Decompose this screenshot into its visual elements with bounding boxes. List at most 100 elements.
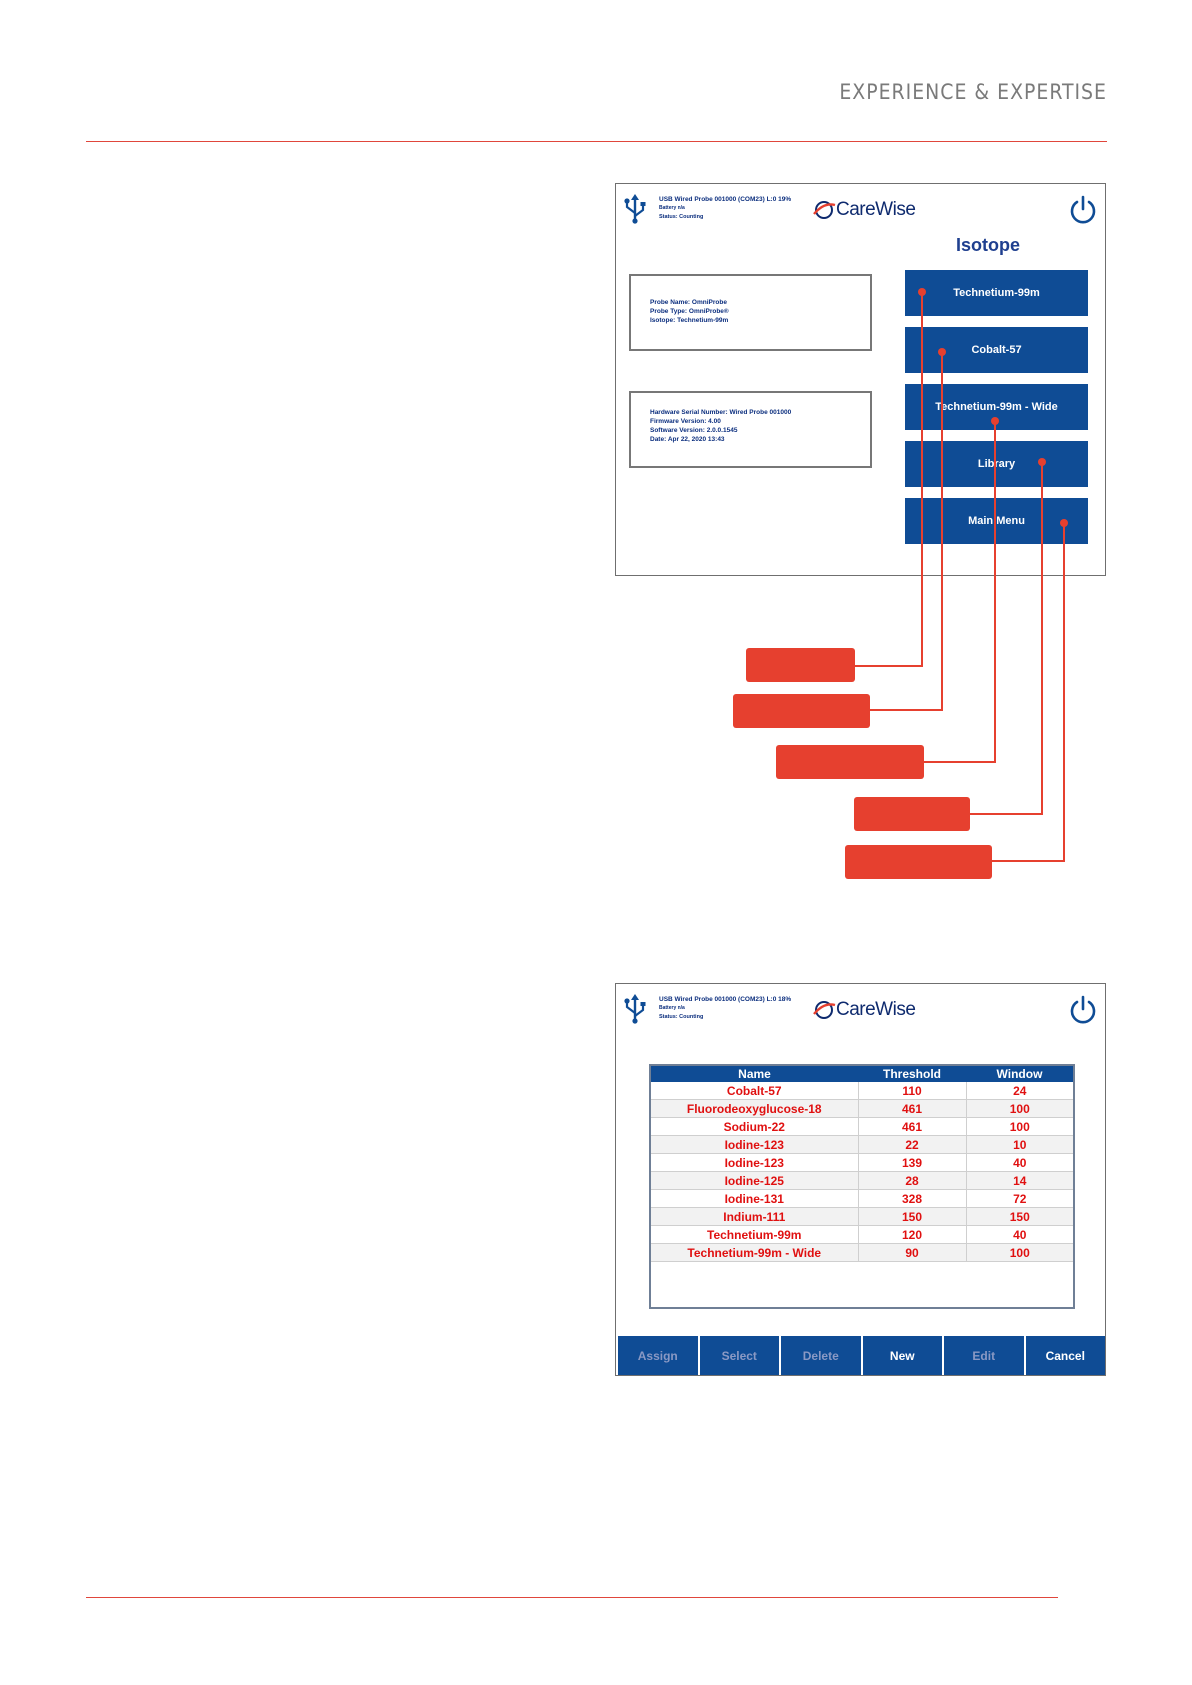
select-button[interactable]: Select bbox=[699, 1336, 779, 1375]
carewise-logo-mark-icon bbox=[813, 201, 836, 219]
column-header-threshold[interactable]: Threshold bbox=[858, 1066, 966, 1082]
cell-name: Cobalt-57 bbox=[651, 1082, 859, 1100]
cell-window: 150 bbox=[966, 1207, 1073, 1226]
probe-type: Probe Type: OmniProbe® bbox=[650, 308, 729, 315]
cell-threshold: 328 bbox=[858, 1189, 967, 1208]
status-line-connection: USB Wired Probe 001000 (COM23) L:0 19% bbox=[659, 196, 792, 203]
probe-name: Probe Name: OmniProbe bbox=[650, 299, 727, 306]
power-icon[interactable] bbox=[1067, 194, 1099, 226]
edit-button[interactable]: Edit bbox=[944, 1336, 1024, 1375]
probe-isotope: Isotope: Technetium-99m bbox=[650, 317, 729, 324]
cell-window: 10 bbox=[966, 1135, 1073, 1154]
callout-dot-2 bbox=[938, 348, 946, 356]
cell-name: Iodine-125 bbox=[651, 1171, 859, 1190]
callout-line-3 bbox=[923, 421, 996, 763]
cell-name: Iodine-131 bbox=[651, 1189, 859, 1208]
callout-tag-1 bbox=[746, 648, 855, 682]
cell-name: Fluorodeoxyglucose-18 bbox=[651, 1099, 859, 1118]
cobalt-57-button[interactable]: Cobalt-57 bbox=[905, 327, 1088, 373]
footer-rule bbox=[86, 1597, 1058, 1598]
hardware-info-box: Hardware Serial Number: Wired Probe 0010… bbox=[629, 391, 872, 468]
callout-tag-2 bbox=[733, 694, 870, 728]
cell-threshold: 461 bbox=[858, 1117, 967, 1136]
cell-threshold: 120 bbox=[858, 1225, 967, 1244]
callout-tag-4 bbox=[854, 797, 970, 831]
technetium-99m-button[interactable]: Technetium-99m bbox=[905, 270, 1088, 316]
cancel-button[interactable]: Cancel bbox=[1025, 1336, 1105, 1375]
cell-threshold: 22 bbox=[858, 1135, 967, 1154]
carewise-logo-mark-icon bbox=[813, 1001, 836, 1019]
cell-threshold: 28 bbox=[858, 1171, 967, 1190]
cell-window: 100 bbox=[966, 1243, 1073, 1262]
cell-window: 24 bbox=[966, 1082, 1073, 1100]
callout-dot-1 bbox=[918, 288, 926, 296]
usb-icon bbox=[624, 194, 646, 224]
software-version: Software Version: 2.0.0.1545 bbox=[650, 427, 738, 434]
cell-threshold: 139 bbox=[858, 1153, 967, 1172]
main-menu-button[interactable]: Main Menu bbox=[905, 498, 1088, 544]
header-title: EXPERIENCE & EXPERTISE bbox=[839, 80, 1107, 104]
cell-name: Technetium-99m bbox=[651, 1225, 859, 1244]
callout-tag-3 bbox=[776, 745, 924, 779]
column-header-name[interactable]: Name bbox=[651, 1066, 858, 1082]
callout-lines bbox=[853, 288, 1068, 862]
cell-name: Iodine-123 bbox=[651, 1135, 859, 1154]
cell-window: 100 bbox=[966, 1117, 1073, 1136]
cell-threshold: 150 bbox=[858, 1207, 967, 1226]
cell-name: Indium-111 bbox=[651, 1207, 859, 1226]
cell-name: Iodine-123 bbox=[651, 1153, 859, 1172]
cell-window: 40 bbox=[966, 1153, 1073, 1172]
callout-dot-4 bbox=[1038, 458, 1046, 466]
date: Date: Apr 22, 2020 13:43 bbox=[650, 436, 725, 443]
status-line-connection: USB Wired Probe 001000 (COM23) L:0 18% bbox=[659, 996, 792, 1003]
cell-name: Technetium-99m - Wide bbox=[651, 1243, 859, 1262]
usb-icon bbox=[624, 994, 646, 1024]
carewise-logo: CareWise bbox=[812, 998, 916, 1022]
callout-dot-5 bbox=[1060, 519, 1068, 527]
technetium-99m-wide-button[interactable]: Technetium-99m - Wide bbox=[905, 384, 1088, 430]
cell-name: Sodium-22 bbox=[651, 1117, 859, 1136]
cell-window: 100 bbox=[966, 1099, 1073, 1118]
library-button[interactable]: Library bbox=[905, 441, 1088, 487]
status-line-state: Status: Counting bbox=[659, 1014, 704, 1020]
logo-text: CareWise bbox=[836, 999, 916, 1020]
cell-threshold: 110 bbox=[858, 1082, 967, 1100]
assign-button[interactable]: Assign bbox=[618, 1336, 698, 1375]
status-line-state: Status: Counting bbox=[659, 214, 704, 220]
isotope-heading: Isotope bbox=[956, 235, 1021, 255]
column-header-window[interactable]: Window bbox=[966, 1066, 1073, 1082]
cell-window: 72 bbox=[966, 1189, 1073, 1208]
table-header-row: Name Threshold Window bbox=[651, 1066, 1073, 1082]
probe-info-box: Probe Name: OmniProbe Probe Type: OmniPr… bbox=[629, 274, 872, 351]
callout-line-5 bbox=[991, 523, 1065, 862]
isotope-screen: USB Wired Probe 001000 (COM23) L:0 19% B… bbox=[615, 183, 1106, 576]
cell-window: 14 bbox=[966, 1171, 1073, 1190]
callout-line-4 bbox=[969, 462, 1043, 815]
new-button[interactable]: New bbox=[862, 1336, 942, 1375]
callout-tag-5 bbox=[845, 845, 992, 879]
status-info: USB Wired Probe 001000 (COM23) L:0 18% B… bbox=[659, 995, 791, 1022]
logo-text: CareWise bbox=[836, 199, 916, 220]
hardware-serial: Hardware Serial Number: Wired Probe 0010… bbox=[650, 409, 792, 416]
power-icon[interactable] bbox=[1067, 994, 1099, 1026]
library-screen: USB Wired Probe 001000 (COM23) L:0 18% B… bbox=[615, 983, 1106, 1376]
cell-window: 40 bbox=[966, 1225, 1073, 1244]
firmware-version: Firmware Version: 4.00 bbox=[650, 418, 721, 425]
cell-threshold: 461 bbox=[858, 1099, 967, 1118]
delete-button[interactable]: Delete bbox=[781, 1336, 861, 1375]
library-action-bar: Assign Select Delete New Edit Cancel bbox=[618, 1336, 1105, 1375]
callout-line-1 bbox=[853, 292, 923, 667]
cell-threshold: 90 bbox=[858, 1243, 967, 1262]
